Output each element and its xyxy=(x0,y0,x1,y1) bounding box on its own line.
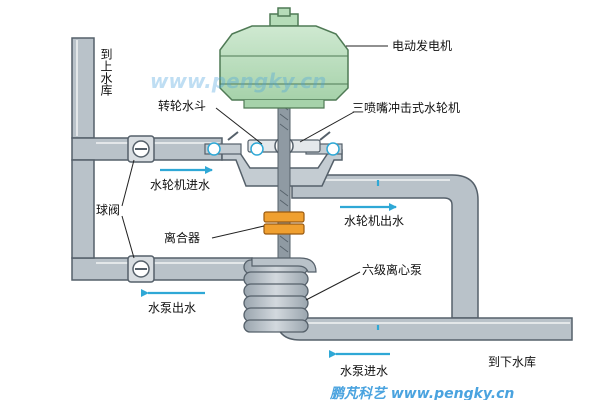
leader-valve-upper xyxy=(121,159,135,207)
multistage-pump xyxy=(243,259,309,333)
label-clutch: 离合器 xyxy=(164,230,200,245)
ball-valve-upper xyxy=(127,135,155,163)
turbine-housing xyxy=(204,131,343,187)
label-turbine-outlet: 水轮机出水 xyxy=(344,214,404,228)
pump-outlet-pipe xyxy=(71,257,253,281)
watermark-bottom: 鹏芃科艺 www.pengky.cn xyxy=(329,385,514,400)
ball-valve-lower xyxy=(127,255,155,283)
riser-pipe xyxy=(71,37,95,139)
label-pump: 六级离心泵 xyxy=(362,262,422,277)
label-pump-outlet: 水泵出水 xyxy=(148,301,196,315)
leader-clutch xyxy=(211,225,265,239)
turbine-outlet-pipe xyxy=(291,174,479,319)
label-turbine: 三喷嘴冲击式水轮机 xyxy=(352,100,460,115)
clutch xyxy=(263,211,305,235)
label-to-upper-reservoir: 到上水库 xyxy=(99,48,113,97)
label-to-lower-reservoir: 到下水库 xyxy=(488,354,536,369)
leader-valve-lower xyxy=(121,215,135,259)
valve-connector-pipe xyxy=(71,159,95,259)
pump-discharge-scroll xyxy=(251,257,317,273)
label-ball-valve: 球阀 xyxy=(96,203,120,217)
lower-reservoir-pipe xyxy=(275,315,573,341)
label-runner-bucket: 转轮水斗 xyxy=(158,98,206,113)
leader-lines xyxy=(121,45,388,301)
watermark-top: www.pengky.cn xyxy=(150,69,326,93)
leader-pump xyxy=(305,271,361,301)
labels: 到上水库 电动发电机 转轮水斗 三喷嘴冲击式水轮机 水轮机进水 球阀 水轮机出水… xyxy=(96,38,536,378)
label-turbine-inlet: 水轮机进水 xyxy=(150,178,210,192)
label-pump-inlet: 水泵进水 xyxy=(340,364,388,378)
flow-arrows xyxy=(141,166,397,358)
leader-turbine xyxy=(299,111,355,143)
label-generator: 电动发电机 xyxy=(392,38,452,53)
leader-runner xyxy=(215,107,263,145)
motor-generator xyxy=(219,7,349,109)
